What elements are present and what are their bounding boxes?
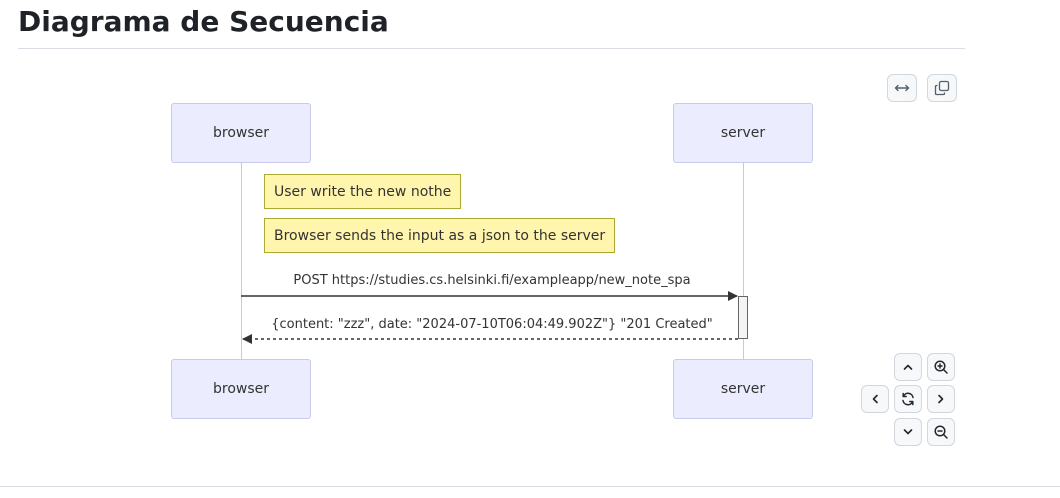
- server-activation: [738, 296, 748, 339]
- title-divider: [18, 48, 965, 49]
- pan-right-button[interactable]: [927, 385, 955, 413]
- note-user-write: User write the new nothe: [264, 174, 462, 209]
- zoom-out-icon: [934, 425, 948, 439]
- message-label-post: POST https://studies.cs.helsinki.fi/exam…: [293, 273, 691, 288]
- actor-server-top: server: [673, 103, 813, 163]
- zoom-in-button[interactable]: [927, 353, 955, 381]
- pan-down-button[interactable]: [894, 418, 922, 446]
- chevron-down-icon: [903, 429, 913, 435]
- copy-button[interactable]: [927, 74, 957, 102]
- reset-view-button[interactable]: [894, 385, 922, 413]
- fullscreen-button[interactable]: [887, 74, 917, 102]
- chevron-left-icon: [872, 394, 878, 404]
- reset-icon: [902, 392, 914, 406]
- message-label-response: {content: "zzz", date: "2024-07-10T06:04…: [271, 317, 713, 332]
- pan-left-button[interactable]: [861, 385, 889, 413]
- lifeline-server: [743, 163, 744, 359]
- note-browser-sends: Browser sends the input as a json to the…: [264, 218, 616, 253]
- copy-icon: [934, 80, 950, 96]
- chevron-up-icon: [903, 364, 913, 370]
- page-title: Diagrama de Secuencia: [18, 5, 389, 38]
- bottom-divider: [0, 486, 1060, 487]
- actor-server-bottom: server: [673, 359, 813, 419]
- actor-browser-top: browser: [171, 103, 311, 163]
- zoom-in-icon: [934, 360, 948, 374]
- arrows-horizontal-icon: [894, 84, 910, 92]
- zoom-out-button[interactable]: [927, 418, 955, 446]
- actor-browser-bottom: browser: [171, 359, 311, 419]
- lifeline-browser: [241, 163, 242, 359]
- pan-up-button[interactable]: [894, 353, 922, 381]
- chevron-right-icon: [938, 394, 944, 404]
